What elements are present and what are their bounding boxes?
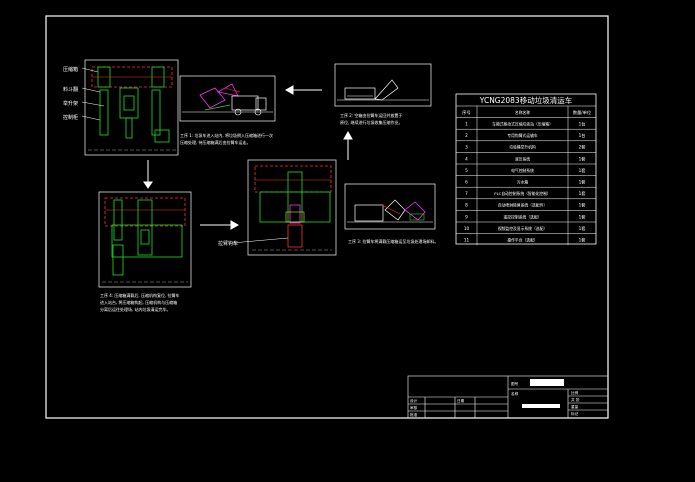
- table-cell: 遥控控制系统（选配）: [504, 214, 542, 219]
- table-cell: 1套: [579, 190, 587, 197]
- table-cell: 10: [464, 226, 470, 231]
- table-cell: 1套: [579, 202, 587, 209]
- label-lift-frame: 举升架: [63, 100, 78, 107]
- step4-caption-line1: 工序 4: 压缩箱满载后, 压缩机构复位, 拉臂车: [100, 292, 180, 298]
- step3-caption-line1: 工序 2: 空箱由拉臂车运回并放置于: [340, 112, 402, 118]
- flow-arrows: [143, 85, 353, 230]
- drawing-border: [45, 15, 609, 419]
- table-cell: 6: [465, 179, 468, 184]
- tb-scale: 比例: [571, 390, 579, 395]
- table-cell: 11: [464, 237, 470, 242]
- tb-sheet: 共 张: [571, 397, 580, 402]
- table-cell: PLC自动控制系统（智能化控制）: [494, 191, 550, 196]
- table-cell: 9: [465, 214, 468, 219]
- step1-caption-line1: 工序 1: 垃圾车进入站内, 将垃圾倒入压缩箱进行一次: [180, 132, 273, 138]
- tb-check: 审核: [410, 405, 418, 410]
- table-cell: 视频监控及显示系统（选配）: [498, 226, 547, 231]
- table-cell: 操作平台（选配）: [507, 237, 537, 242]
- table-cell: 专用钩臂式运输车: [507, 133, 538, 138]
- table-cell: 污水箱: [517, 179, 529, 184]
- view-side-hook-truck: 工序 3: 拉臂车将满载压缩箱运至垃圾处理场卸料。: [344, 183, 438, 244]
- table-title: YCNG2083移动垃圾清运车: [479, 95, 573, 105]
- tb-label-name: 名称: [511, 391, 519, 396]
- title-block: [407, 375, 609, 419]
- table-cell: 1套: [579, 213, 587, 220]
- table-cell: 车厢式移动式压缩垃圾站（压缩箱）: [492, 121, 553, 126]
- step1-caption-line2: 压缩处理, 待压缩箱满后由拉臂车运走。: [180, 139, 251, 145]
- table-cell: 液压系统: [515, 156, 530, 161]
- table-cell: 2: [465, 133, 468, 138]
- label-hook-arm-truck: 拉臂钩车: [218, 240, 238, 247]
- component-table: YCNG2083移动垃圾清运车 序号 名称名称 数量/单位 1 车厢式移动式压缩垃圾站（…: [455, 93, 597, 246]
- table-cell: 1套: [579, 225, 587, 232]
- label-control-cabinet: 控制柜: [63, 114, 78, 121]
- table-cell: 2套: [579, 144, 587, 151]
- step4-caption-line3: 分离后运往处理场, 站内垃圾清运完毕。: [100, 306, 171, 312]
- table-cell: 7: [465, 191, 468, 196]
- title-block-text: 图号 名称 设计 审核 批准 日期 比例 共 张 重量 标记: [410, 381, 580, 417]
- table-header-cell: 数量/单位: [573, 109, 591, 116]
- table-cell: 1: [465, 121, 468, 126]
- table-cell: 电气控制系统: [511, 168, 534, 173]
- table-cell: 1台: [579, 120, 586, 127]
- view-side-truck-dumping: 工序 1: 垃圾车进入站内, 将垃圾倒入压缩箱进行一次 压缩处理, 待压缩箱满后…: [179, 75, 276, 145]
- tb-design: 设计: [410, 398, 418, 403]
- view-side-box-unloading: 工序 2: 空箱由拉臂车运回并放置于 原位, 继续进行垃圾收集压缩作业。: [334, 63, 432, 125]
- step2-caption-line1: 工序 3: 拉臂车将满载压缩箱运至垃圾处理场卸料。: [348, 238, 438, 244]
- table-cell: 1套: [579, 155, 587, 162]
- step4-caption-line2: 进入站台, 将压缩箱钩起, 压缩机构与压缩箱: [100, 299, 177, 305]
- table-header-cell: 名称名称: [515, 110, 530, 115]
- title-block-drawing-number: [522, 404, 560, 408]
- view-plan-top-left: 压缩箱 料斗翻 举升架 控制柜: [63, 59, 179, 156]
- table-cell: 垃圾桶举升机构: [509, 145, 536, 150]
- table-cell: 3: [465, 145, 468, 150]
- view-plan-bottom-left: 工序 4: 压缩箱满载后, 压缩机构复位, 拉臂车 进入站台, 将压缩箱钩起, …: [98, 191, 192, 312]
- table-cell: 1套: [579, 167, 587, 174]
- tb-approve: 批准: [410, 412, 418, 417]
- label-hopper: 料斗翻: [63, 86, 78, 93]
- tb-label-number: 图号: [511, 381, 519, 386]
- tb-date: 日期: [457, 398, 465, 403]
- title-block-drawing-name: [530, 379, 564, 386]
- table-cell: 8: [465, 203, 468, 208]
- table-cell: 4: [465, 156, 468, 161]
- table-cell: 自动喷淋除臭系统（选配件）: [498, 203, 547, 208]
- tb-weight: 重量: [571, 404, 579, 409]
- table-header-cell: 序号: [462, 109, 470, 116]
- table-cell: 5: [465, 168, 468, 173]
- tb-mark: 标记: [571, 411, 579, 416]
- table-cell: 1台: [579, 132, 586, 139]
- table-cell: 1套: [579, 178, 587, 185]
- view-plan-center: 拉臂钩车: [218, 159, 337, 256]
- step3-caption-line2: 原位, 继续进行垃圾收集压缩作业。: [340, 119, 403, 125]
- label-compress-box: 压缩箱: [63, 66, 78, 73]
- table-cell: 1套: [579, 236, 587, 243]
